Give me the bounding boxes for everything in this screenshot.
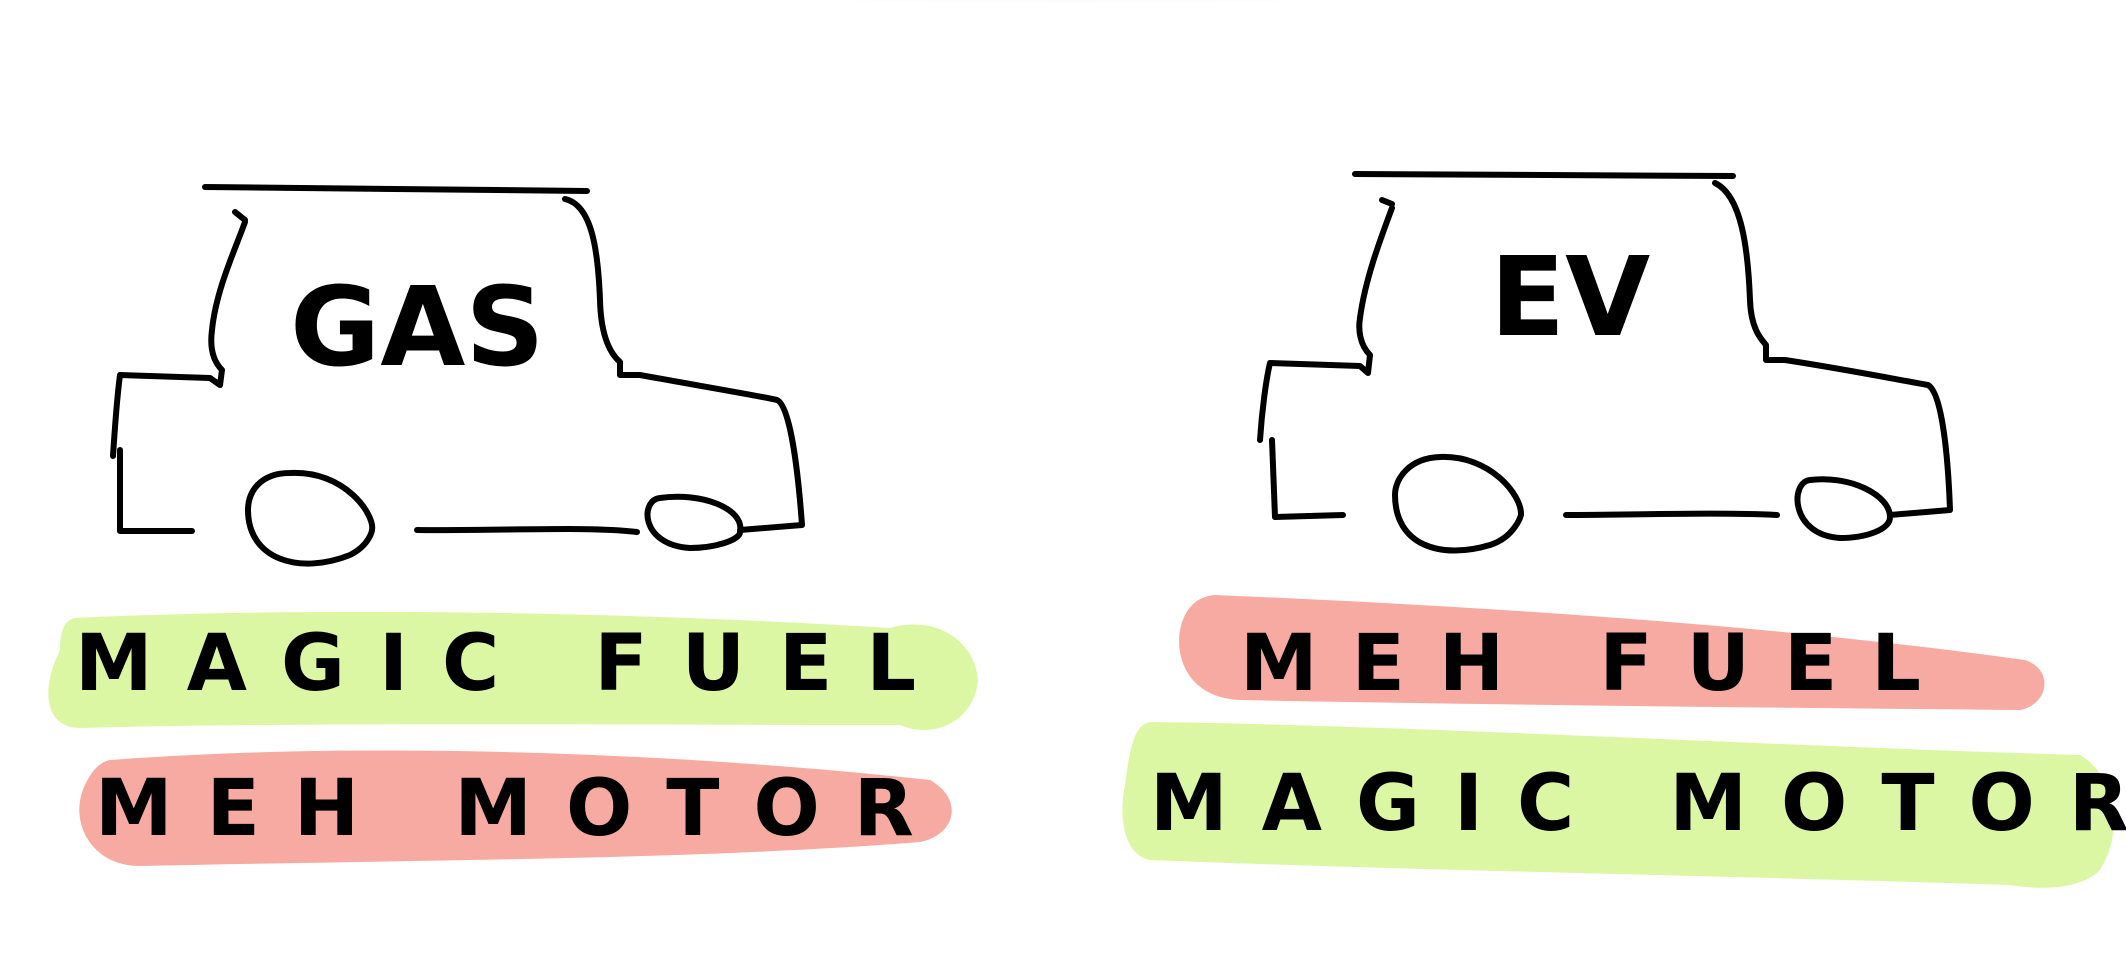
gas-car-body-outline xyxy=(110,184,805,567)
highlight-magic-motor xyxy=(1122,722,2114,888)
top-shadow xyxy=(630,0,1510,22)
highlight-magic-fuel xyxy=(48,611,979,730)
gas-car: GAS xyxy=(110,184,805,567)
ev-car-body-outline xyxy=(1257,171,1953,554)
highlight-meh-fuel xyxy=(1179,595,2045,710)
gas-band-1-text: MAGIC FUEL xyxy=(75,619,950,709)
gas-band-magic-fuel: MAGIC FUEL xyxy=(48,611,979,730)
ev-car: EV xyxy=(1257,171,1953,554)
ev-band-1-text: MEH FUEL xyxy=(1240,619,1955,709)
gas-band-2-text: MEH MOTOR xyxy=(95,764,948,854)
gas-band-meh-motor: MEH MOTOR xyxy=(79,750,952,866)
gas-car-label: GAS xyxy=(290,263,545,391)
ev-band-2-text: MAGIC MOTOR xyxy=(1150,759,2126,849)
highlight-meh-motor xyxy=(79,750,952,866)
ev-band-meh-fuel: MEH FUEL xyxy=(1179,595,2045,710)
ev-band-magic-motor: MAGIC MOTOR xyxy=(1122,722,2126,888)
ev-car-label: EV xyxy=(1490,233,1650,361)
